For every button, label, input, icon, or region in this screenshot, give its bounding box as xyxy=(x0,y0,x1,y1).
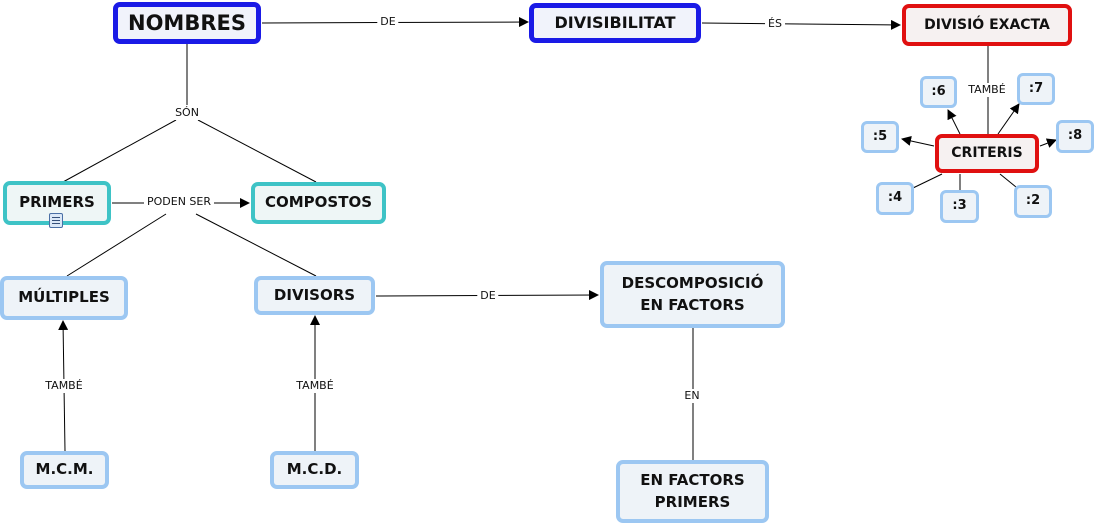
link-label-tambe: TAMBÉ xyxy=(42,379,86,393)
link-label-tambe: TAMBÉ xyxy=(965,83,1009,97)
node-multiples[interactable]: MÚLTIPLES xyxy=(0,276,128,320)
edge-divisibilitat-divisio xyxy=(701,19,901,30)
node-nombres[interactable]: NOMBRES xyxy=(113,2,261,44)
node-criterion-2[interactable]: :2 xyxy=(1014,185,1052,218)
node-mcd[interactable]: M.C.D. xyxy=(270,451,359,489)
edge-podenser-divisors xyxy=(195,213,317,277)
node-divisors[interactable]: DIVISORS xyxy=(254,276,375,315)
link-label-es: ÉS xyxy=(765,17,785,31)
edge-criteris-4 xyxy=(912,173,943,189)
edge-criteris-8 xyxy=(1039,138,1057,148)
node-divisibilitat[interactable]: DIVISIBILITAT xyxy=(529,3,701,43)
edge-criteris-6 xyxy=(947,109,961,135)
link-label-poden-ser: PODEN SER xyxy=(143,195,215,209)
node-criterion-5[interactable]: :5 xyxy=(861,121,899,153)
link-label-en: EN xyxy=(681,389,703,403)
node-criteris[interactable]: CRITERIS xyxy=(935,134,1039,173)
edge-son-compostos xyxy=(197,119,317,183)
node-divisio-exacta[interactable]: DIVISIÓ EXACTA xyxy=(902,4,1072,46)
node-criterion-7[interactable]: :7 xyxy=(1017,73,1055,105)
edge-son-primers xyxy=(62,119,177,183)
node-criterion-4[interactable]: :4 xyxy=(876,182,914,215)
node-factors-primers[interactable]: EN FACTORS PRIMERS xyxy=(616,460,769,523)
node-criterion-3[interactable]: :3 xyxy=(940,190,979,223)
node-compostos[interactable]: COMPOSTOS xyxy=(251,182,386,224)
edge-criteris-2 xyxy=(999,173,1017,188)
note-icon[interactable] xyxy=(49,213,63,228)
edge-criteris-7 xyxy=(997,103,1020,135)
node-criterion-8[interactable]: :8 xyxy=(1056,120,1094,153)
edge-criteris-5 xyxy=(901,136,935,147)
link-label-son: SÓN xyxy=(172,106,202,120)
node-descomposicio[interactable]: DESCOMPOSICIÓ EN FACTORS xyxy=(600,261,785,328)
link-label-tambe: TAMBÉ xyxy=(293,379,337,393)
link-label-de: DE xyxy=(477,289,499,303)
node-mcm[interactable]: M.C.M. xyxy=(20,451,109,489)
link-label-de: DE xyxy=(377,15,399,29)
node-criterion-6[interactable]: :6 xyxy=(920,76,957,108)
edge-podenser-multiples xyxy=(66,213,167,277)
